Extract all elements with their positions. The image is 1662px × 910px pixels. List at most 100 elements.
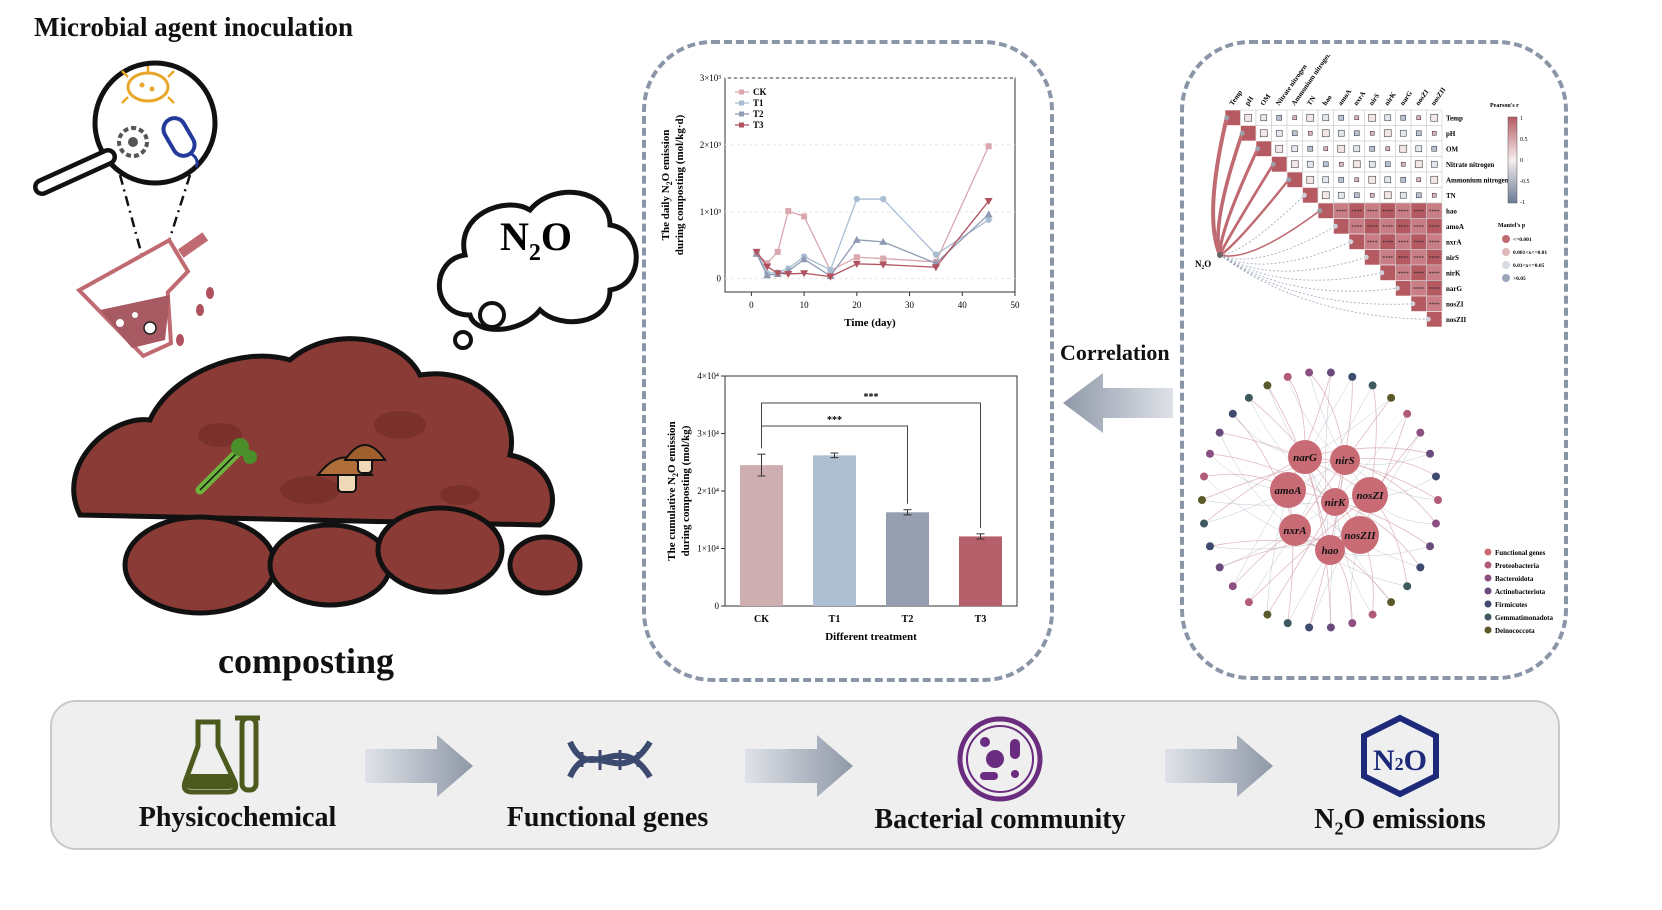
mantel-node xyxy=(1224,115,1230,121)
significance-stars: **** xyxy=(1351,224,1362,230)
gene-node-nirS xyxy=(1330,445,1360,475)
network-legend-swatch xyxy=(1484,626,1492,634)
data-point xyxy=(880,255,887,262)
series-line-T2 xyxy=(756,213,990,277)
data-point xyxy=(984,198,993,206)
gene-node-hao xyxy=(1315,535,1345,565)
lab-glassware-icon xyxy=(181,715,260,795)
correlation-panel xyxy=(1180,40,1568,680)
network-edge xyxy=(1203,459,1346,524)
taxon-node xyxy=(1205,542,1214,551)
network-legend-swatch xyxy=(1484,613,1492,621)
n2o-node xyxy=(1217,252,1223,258)
taxon-node xyxy=(1200,519,1209,528)
heatmap-cell-mark xyxy=(1337,129,1345,137)
mantel-legend-label: >0.05 xyxy=(1513,276,1526,282)
mantel-legend-swatch xyxy=(1502,235,1510,243)
heatmap-cell-mark xyxy=(1354,115,1360,121)
taxon-node xyxy=(1215,428,1224,437)
magnifier-icon xyxy=(33,60,218,196)
significance-stars: **** xyxy=(1413,224,1424,230)
taxon-node xyxy=(1434,496,1442,504)
data-point xyxy=(826,273,835,281)
network-legend-swatch xyxy=(1484,561,1492,569)
significance-label: *** xyxy=(827,415,842,426)
data-point xyxy=(879,261,888,269)
heatmap-cell-mark xyxy=(1291,145,1299,153)
legend-label: T3 xyxy=(753,120,764,130)
mantel-legend-label: 0.001<x<=0.01 xyxy=(1513,250,1547,256)
mantel-link xyxy=(1218,163,1275,256)
network-legend-label: Firmicutes xyxy=(1495,601,1528,609)
taxon-node xyxy=(1198,496,1206,504)
network-legend-label: Functional genes xyxy=(1495,549,1546,557)
heatmap-cell-mark xyxy=(1338,176,1345,183)
column-label: narG xyxy=(1398,89,1414,107)
significance-stars: **** xyxy=(1398,255,1409,261)
taxon-node xyxy=(1283,372,1292,381)
legend-label: T1 xyxy=(753,98,764,108)
mantel-node xyxy=(1410,301,1416,307)
data-point xyxy=(852,235,861,243)
heatmap-cell-mark xyxy=(1321,191,1330,200)
mantel-link xyxy=(1219,178,1290,257)
taxon-node xyxy=(1205,449,1214,458)
taxon-node xyxy=(1431,519,1440,528)
row-label: hao xyxy=(1446,207,1457,215)
legend-marker xyxy=(739,89,744,95)
series-line-T1 xyxy=(756,198,989,274)
taxon-node xyxy=(1416,563,1425,572)
heatmap-cell-mark xyxy=(1430,160,1438,168)
x-axis-label: Time (day) xyxy=(844,317,896,329)
heatmap-cell-mark xyxy=(1369,145,1376,152)
compost-pile-icon xyxy=(71,336,583,616)
y-axis-label: The daily N2O emission xyxy=(660,130,674,241)
taxon-node xyxy=(1200,472,1209,481)
significance-stars: **** xyxy=(1367,224,1378,230)
taxon-node xyxy=(1426,449,1435,458)
network-edge xyxy=(1308,494,1371,628)
taxon-node xyxy=(1403,409,1412,418)
significance-stars: **** xyxy=(1413,286,1424,292)
mantel-node xyxy=(1317,208,1323,214)
taxon-node xyxy=(1387,598,1396,607)
heatmap-cell-mark xyxy=(1323,146,1329,152)
mantel-link xyxy=(1219,254,1398,292)
row-label: amoA xyxy=(1446,223,1464,231)
legend-marker xyxy=(739,100,744,106)
heatmap-cell-mark xyxy=(1290,160,1299,169)
mantel-link xyxy=(1219,254,1367,272)
mantel-legend-swatch xyxy=(1502,248,1510,256)
taxon-node xyxy=(1305,623,1314,632)
significance-stars: **** xyxy=(1413,255,1424,261)
mantel-legend-swatch xyxy=(1502,261,1510,269)
heatmap-cell-mark xyxy=(1431,130,1437,136)
network-legend-label: Deinococcota xyxy=(1495,627,1535,635)
heatmap-cell-mark xyxy=(1399,191,1407,199)
gene-node-narG xyxy=(1288,440,1322,474)
taxon-node xyxy=(1416,428,1425,437)
n2o-node-label: N₂O xyxy=(1195,259,1211,269)
pearson-tick: 1 xyxy=(1520,116,1523,122)
significance-stars: **** xyxy=(1413,209,1424,215)
bar-T2 xyxy=(886,512,929,606)
column-label: Temp xyxy=(1228,89,1244,107)
significance-bracket xyxy=(761,402,981,528)
network-edge xyxy=(1232,413,1296,531)
gene-node-label: nirS xyxy=(1335,455,1355,467)
step-functional-genes: Functional genes xyxy=(506,802,709,833)
gene-node-nosZII xyxy=(1341,516,1379,554)
significance-stars: **** xyxy=(1367,209,1378,215)
taxon-node xyxy=(1228,409,1237,418)
significance-stars: **** xyxy=(1429,255,1440,261)
taxon-node xyxy=(1368,610,1377,619)
data-point xyxy=(801,213,808,220)
heatmap-cell-mark xyxy=(1260,114,1268,122)
significance-stars: **** xyxy=(1382,224,1393,230)
heatmap-cell-mark xyxy=(1415,145,1423,153)
heatmap-cell-mark xyxy=(1292,115,1298,121)
data-point xyxy=(853,195,861,203)
mantel-node xyxy=(1363,254,1369,260)
